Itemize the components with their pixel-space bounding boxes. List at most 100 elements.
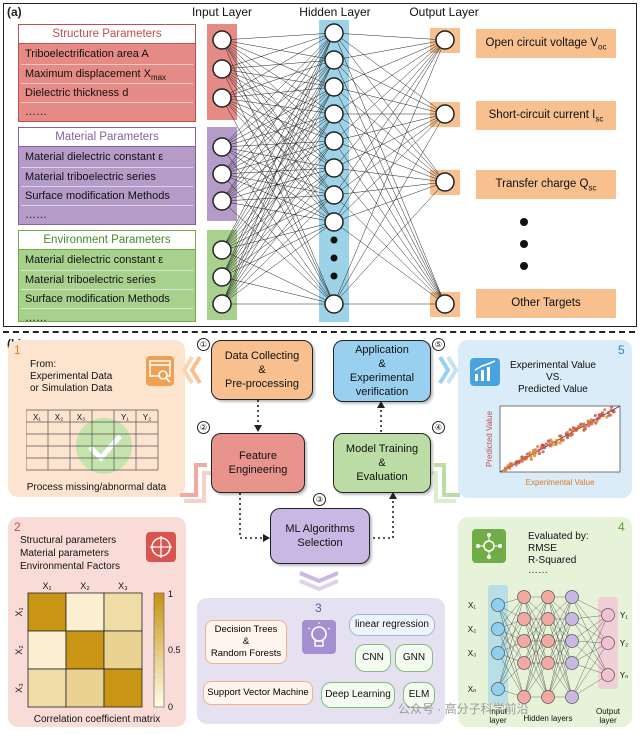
connection-line bbox=[221, 113, 335, 202]
algo-cnn: CNN bbox=[355, 644, 391, 672]
chart-icon bbox=[470, 358, 500, 386]
algo-elm: ELM bbox=[403, 682, 435, 708]
output-node-label: Yₙ bbox=[620, 671, 629, 680]
colorbar-segment bbox=[154, 638, 164, 645]
connection-line bbox=[497, 604, 525, 664]
scatter-point bbox=[542, 446, 547, 450]
algo-decision-trees: Decision Trees & Random Forests bbox=[205, 620, 287, 664]
connection-line bbox=[571, 614, 609, 642]
connection-line bbox=[333, 86, 446, 305]
layer-label: Output bbox=[596, 707, 621, 716]
connection-line bbox=[221, 32, 335, 175]
structure-parameters-title: Structure Parameters bbox=[19, 25, 195, 44]
param-item: Surface modification Methods bbox=[21, 186, 193, 205]
material-parameters-group: Material Parameters Material dielectric … bbox=[18, 127, 196, 225]
connection-line bbox=[333, 221, 446, 305]
connection-line bbox=[523, 596, 549, 664]
connection-line bbox=[221, 59, 335, 202]
connection-line bbox=[221, 68, 335, 196]
network-node bbox=[491, 682, 505, 696]
network-node bbox=[565, 634, 579, 648]
connection-line bbox=[221, 68, 335, 305]
step5-number: ⑤ bbox=[432, 338, 445, 351]
scatter-point bbox=[555, 438, 559, 443]
connection-line bbox=[497, 596, 525, 654]
scatter-point bbox=[599, 413, 603, 418]
output-ellipsis-dot bbox=[520, 218, 528, 226]
network-node bbox=[541, 590, 555, 604]
card-data-collection: 1 From: Experimental Data or Simulation … bbox=[8, 340, 185, 497]
connection-line bbox=[221, 140, 335, 305]
panel-a-frame bbox=[3, 3, 637, 327]
hidden-node bbox=[324, 185, 344, 205]
connection-line bbox=[547, 596, 573, 642]
connection-line bbox=[221, 68, 335, 169]
connection-line bbox=[333, 39, 446, 115]
chevron-right-blue bbox=[446, 355, 459, 385]
scatter-point bbox=[560, 438, 564, 442]
connection-line bbox=[571, 596, 609, 676]
connection-line bbox=[221, 173, 335, 305]
connection-line bbox=[221, 59, 335, 305]
layer-label: layer bbox=[599, 716, 617, 725]
connection-line bbox=[571, 614, 609, 664]
bracket-green-light bbox=[428, 471, 456, 503]
network-node bbox=[541, 612, 555, 626]
output-node-label: Y₂ bbox=[620, 639, 628, 648]
network-node bbox=[541, 690, 555, 704]
input-node-label: Xₙ bbox=[468, 685, 477, 694]
connection-line bbox=[221, 39, 335, 305]
colorbar-segment bbox=[154, 604, 164, 611]
colorbar-tick: 0.5 bbox=[168, 645, 181, 655]
colorbar-segment bbox=[154, 695, 164, 702]
connection-line bbox=[333, 113, 446, 142]
output-node bbox=[435, 30, 455, 50]
connection-line bbox=[333, 113, 446, 305]
connection-line bbox=[221, 200, 335, 223]
param-item: Material dielectric constant ε bbox=[25, 254, 164, 266]
scatter-point bbox=[514, 463, 518, 467]
output-node-label: Y₁ bbox=[620, 611, 628, 620]
bracket-red-light bbox=[184, 471, 213, 503]
input-node bbox=[212, 240, 232, 260]
scatter-point bbox=[587, 424, 591, 428]
connection-line bbox=[571, 674, 609, 698]
input-node-label: X₃ bbox=[468, 649, 477, 658]
scatter-point bbox=[593, 413, 597, 418]
layer-label: Input bbox=[489, 707, 508, 716]
connection-line bbox=[333, 167, 446, 183]
colorbar-segment bbox=[154, 672, 164, 679]
panel-a-label: (a) bbox=[7, 5, 22, 19]
colorbar-segment bbox=[154, 627, 164, 634]
connection-line bbox=[221, 140, 335, 202]
scatter-point bbox=[524, 457, 528, 461]
connection-line bbox=[333, 140, 446, 183]
heatmap-cell bbox=[65, 630, 105, 670]
param-item: Dielectric thickness d bbox=[21, 83, 193, 102]
connection-line bbox=[221, 59, 335, 99]
network-node bbox=[601, 608, 615, 622]
scatter-point bbox=[579, 422, 583, 426]
algo-decision-trees-line2: & bbox=[242, 636, 250, 647]
connection-line bbox=[547, 618, 573, 698]
heatmap-cell bbox=[27, 630, 67, 670]
step2-line1: Feature bbox=[239, 450, 277, 462]
scatter-point bbox=[508, 466, 512, 470]
scatter-point bbox=[550, 443, 554, 447]
colorbar-frame bbox=[153, 592, 165, 708]
hidden-layer-title: Hidden Layer bbox=[299, 5, 371, 19]
connection-line bbox=[333, 59, 446, 115]
scatter-point bbox=[510, 462, 514, 466]
workflow-arrows bbox=[180, 355, 460, 592]
heatmap-y-tick: X₁ bbox=[14, 607, 24, 616]
network-node bbox=[565, 690, 579, 704]
network-node bbox=[565, 590, 579, 604]
card2-caption: Correlation coefficient matrix bbox=[33, 714, 161, 725]
output-ellipsis-dot bbox=[520, 262, 528, 270]
card5-text-2: VS. bbox=[546, 372, 563, 383]
connection-line bbox=[497, 628, 525, 698]
connection-line bbox=[221, 32, 335, 99]
connection-line bbox=[221, 68, 335, 223]
connection-line bbox=[221, 221, 335, 305]
